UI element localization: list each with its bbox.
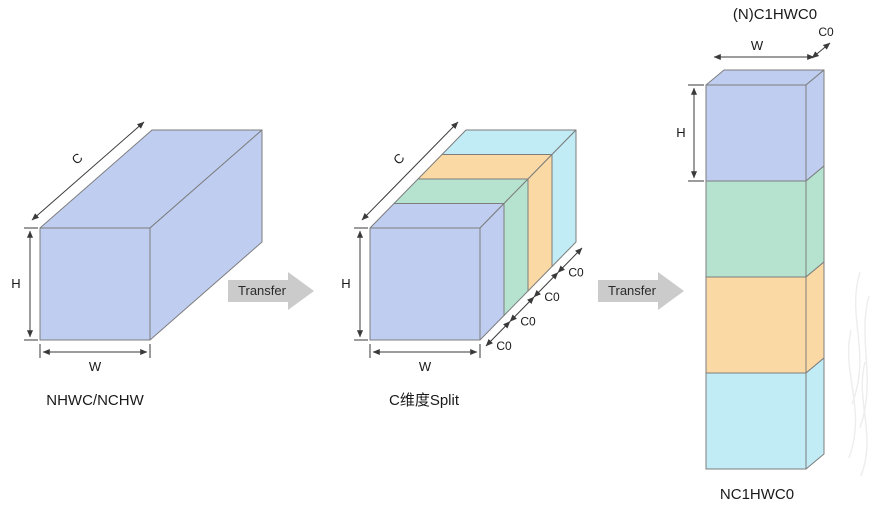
tensor-nc1hwc0-stack: (N)C1HWC0 W C0 H NC1HWC0 bbox=[676, 6, 834, 503]
transfer-label-1: Transfer bbox=[238, 283, 287, 298]
c0-dimension-label-2: C0 bbox=[520, 315, 536, 329]
mid-c-dimension-arrow bbox=[361, 121, 459, 221]
nc1hwc0-bottom-label: NC1HWC0 bbox=[720, 486, 794, 503]
mid-h-dimension-label: H bbox=[341, 276, 350, 291]
nc1hwc0-top-label: (N)C1HWC0 bbox=[733, 6, 817, 23]
stack-block-blue bbox=[705, 84, 807, 182]
left-w-dimension-label: W bbox=[89, 359, 102, 374]
stack-right-face-blue bbox=[805, 69, 825, 182]
left-h-dimension-label: H bbox=[11, 276, 20, 291]
stack-h-dimension-label: H bbox=[676, 125, 685, 140]
transfer-label-2: Transfer bbox=[608, 283, 657, 298]
c0-dimension-arrow-3 bbox=[533, 272, 559, 298]
stack-right-face-cyan bbox=[805, 357, 825, 470]
mid-w-dimension-label: W bbox=[419, 359, 432, 374]
c0-dimension-arrow-1 bbox=[485, 321, 511, 347]
stack-block-green bbox=[705, 180, 807, 278]
stack-right-face-green bbox=[805, 165, 825, 278]
mid-c-dimension-label: C bbox=[390, 150, 407, 167]
transfer-step-1: Transfer bbox=[228, 272, 314, 310]
split-slab-blue-front-face bbox=[369, 227, 481, 341]
watermark-decoration bbox=[847, 271, 870, 477]
stack-w-dimension-label: W bbox=[751, 38, 764, 53]
left-c-dimension-arrow bbox=[31, 121, 145, 221]
split-slab-orange-right-face bbox=[527, 154, 553, 292]
c0-dimension-label-4: C0 bbox=[568, 266, 584, 280]
stack-right-face-orange bbox=[805, 261, 825, 374]
c-split-label: C维度Split bbox=[389, 392, 460, 409]
transfer-step-2: Transfer bbox=[598, 272, 684, 310]
stack-c0-dimension-label: C0 bbox=[818, 25, 834, 39]
stack-c0-dimension-arrow bbox=[811, 42, 831, 59]
split-slab-cyan-right-face bbox=[551, 129, 577, 267]
tensor-nhwc-cube: C H W NHWC/NCHW bbox=[11, 121, 263, 409]
nhwc-format-label: NHWC/NCHW bbox=[46, 392, 144, 409]
left-cube-front-face bbox=[39, 227, 151, 341]
stack-top-face bbox=[705, 69, 825, 86]
left-c-dimension-label: C bbox=[69, 150, 86, 167]
stack-block-cyan bbox=[705, 372, 807, 470]
split-slab-blue-right-face bbox=[479, 203, 505, 341]
split-slab-green-right-face bbox=[503, 178, 529, 316]
stack-block-orange bbox=[705, 276, 807, 374]
transfer-arrow-1 bbox=[228, 272, 314, 310]
transfer-arrow-2 bbox=[598, 272, 684, 310]
tensor-c-split: C H W C0 C0 C0 C0 C维度Split bbox=[341, 121, 584, 409]
c0-dimension-arrow-2 bbox=[509, 296, 535, 322]
c0-dimension-label-1: C0 bbox=[496, 339, 512, 353]
c0-dimension-arrow-4 bbox=[557, 247, 583, 273]
c0-dimension-label-3: C0 bbox=[544, 290, 560, 304]
